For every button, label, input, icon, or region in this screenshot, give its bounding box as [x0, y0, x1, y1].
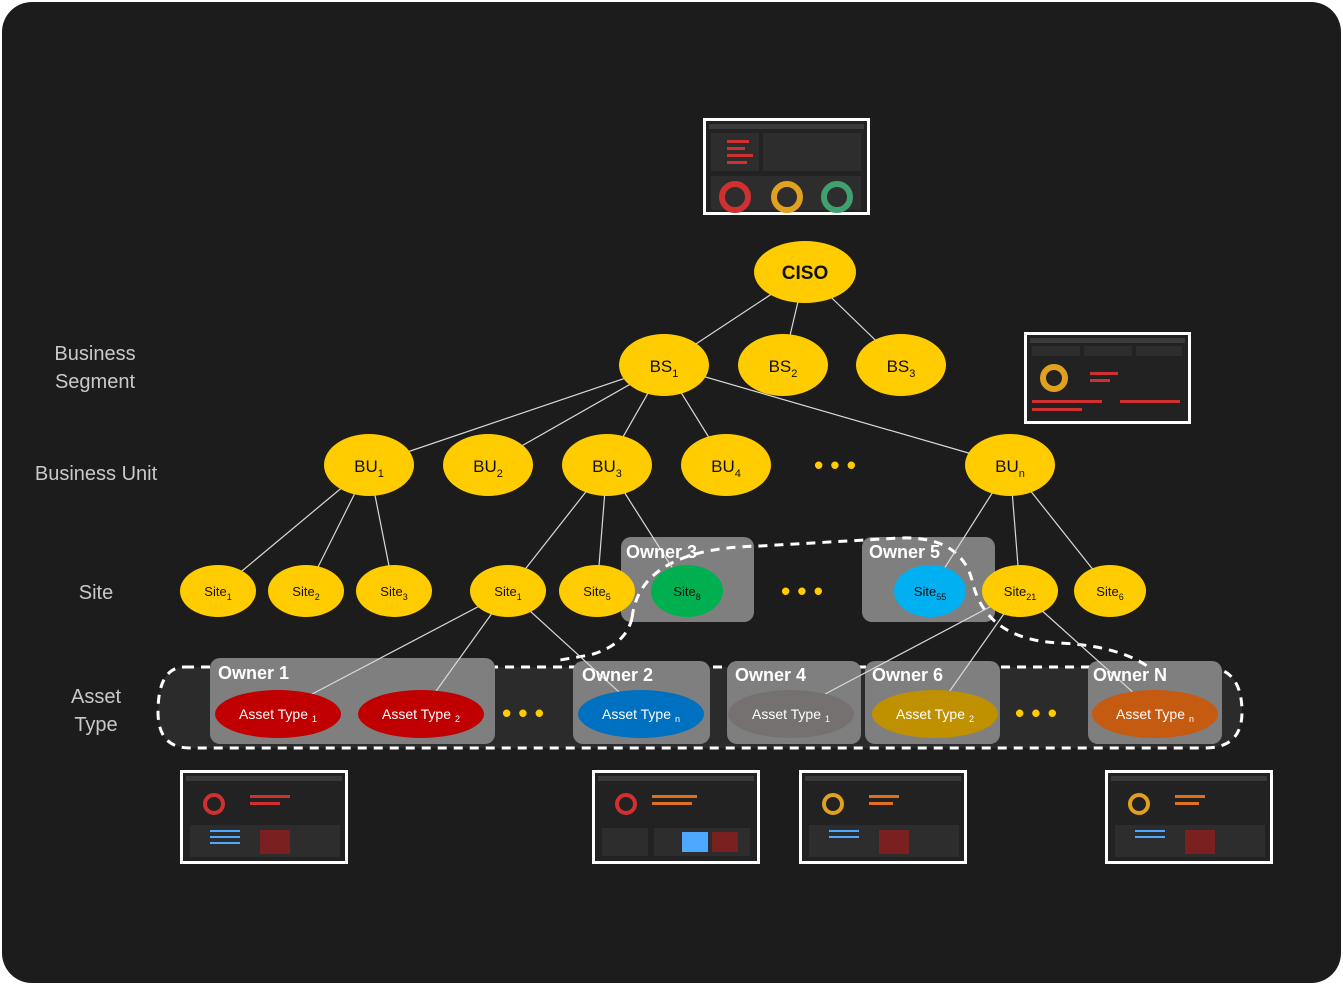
- owner1-title: Owner 1: [218, 663, 289, 683]
- level-label-business-unit: Business Unit: [35, 463, 158, 485]
- site-node-3: [356, 565, 432, 617]
- owner2-title: Owner 2: [582, 665, 653, 685]
- asset-type-node-1: [215, 690, 341, 738]
- site-node-21: [982, 565, 1058, 617]
- bu1-node: [324, 434, 414, 496]
- dashboard-thumbnail-icon: [703, 118, 870, 215]
- bun-node: [965, 434, 1055, 496]
- site-label-21: Site21: [1004, 584, 1036, 602]
- bu4-node: [681, 434, 771, 496]
- site-label-3: Site3: [380, 584, 407, 602]
- site-ellipsis: • • •: [781, 576, 823, 606]
- owner3-title: Owner 3: [626, 542, 697, 562]
- bu2-label: BU2: [473, 457, 503, 480]
- bu-ellipsis: • • •: [814, 450, 856, 480]
- asset-type-node-5: [872, 690, 998, 738]
- asset-type-node-4: [728, 690, 854, 738]
- site-node-55: [894, 565, 966, 617]
- dashboard-thumbnail-icon: [799, 770, 967, 864]
- ciso-node: [754, 241, 856, 303]
- asset-ellipsis-1: • • •: [502, 698, 544, 728]
- site-label-6: Site6: [1096, 584, 1123, 602]
- ownerN-title: Owner N: [1093, 665, 1167, 685]
- asset-type-node-3: [578, 690, 704, 738]
- bu2-node: [443, 434, 533, 496]
- site-node-2: [268, 565, 344, 617]
- level-label-business-segment-2: Segment: [55, 371, 135, 393]
- level-label-site: Site: [79, 582, 113, 604]
- site-node-6: [1074, 565, 1146, 617]
- site-node-4: [470, 565, 546, 617]
- asset-type-node-2: [358, 690, 484, 738]
- site-label-1: Site1: [204, 584, 231, 602]
- site-label-4: Site1: [494, 584, 521, 602]
- owner-connector-dashed-line: [630, 536, 1151, 670]
- bu3-node: [562, 434, 652, 496]
- bs2-label: BS2: [769, 357, 798, 380]
- bun-label: BUn: [995, 457, 1025, 480]
- asset-type-node-6: [1092, 690, 1218, 738]
- site-label-55: Site55: [914, 584, 946, 602]
- bs2-node: [738, 334, 828, 396]
- level-label-asset-type-2: Type: [74, 714, 117, 736]
- bs1-node: [619, 334, 709, 396]
- dashboard-thumbnail-icon: [1024, 332, 1191, 424]
- site-label-2: Site2: [292, 584, 319, 602]
- bu1-label: BU1: [354, 457, 384, 480]
- dashboard-thumbnail-icon: [592, 770, 760, 864]
- site-label-5: Site5: [583, 584, 610, 602]
- ciso-label: CISO: [782, 263, 828, 284]
- bu4-label: BU4: [711, 457, 741, 480]
- dashboard-thumbnail-icon: [1105, 770, 1273, 864]
- owner6-title: Owner 6: [872, 665, 943, 685]
- site-node-1: [180, 565, 256, 617]
- level-label-asset-type-1: Asset: [71, 686, 121, 708]
- level-label-business-segment-1: Business: [54, 343, 135, 365]
- dashboard-thumbnail-icon: [180, 770, 348, 864]
- site-node-8: [651, 565, 723, 617]
- bu3-label: BU3: [592, 457, 622, 480]
- bs3-node: [856, 334, 946, 396]
- bs3-label: BS3: [887, 357, 916, 380]
- owner5-title: Owner 5: [869, 542, 940, 562]
- asset-ellipsis-2: • • •: [1015, 698, 1057, 728]
- owner4-title: Owner 4: [735, 665, 806, 685]
- site-node-5: [559, 565, 635, 617]
- bs1-label: BS1: [650, 357, 679, 380]
- owner-connector-dashed-line-2: [559, 617, 634, 662]
- site-label-8: Site8: [673, 584, 700, 602]
